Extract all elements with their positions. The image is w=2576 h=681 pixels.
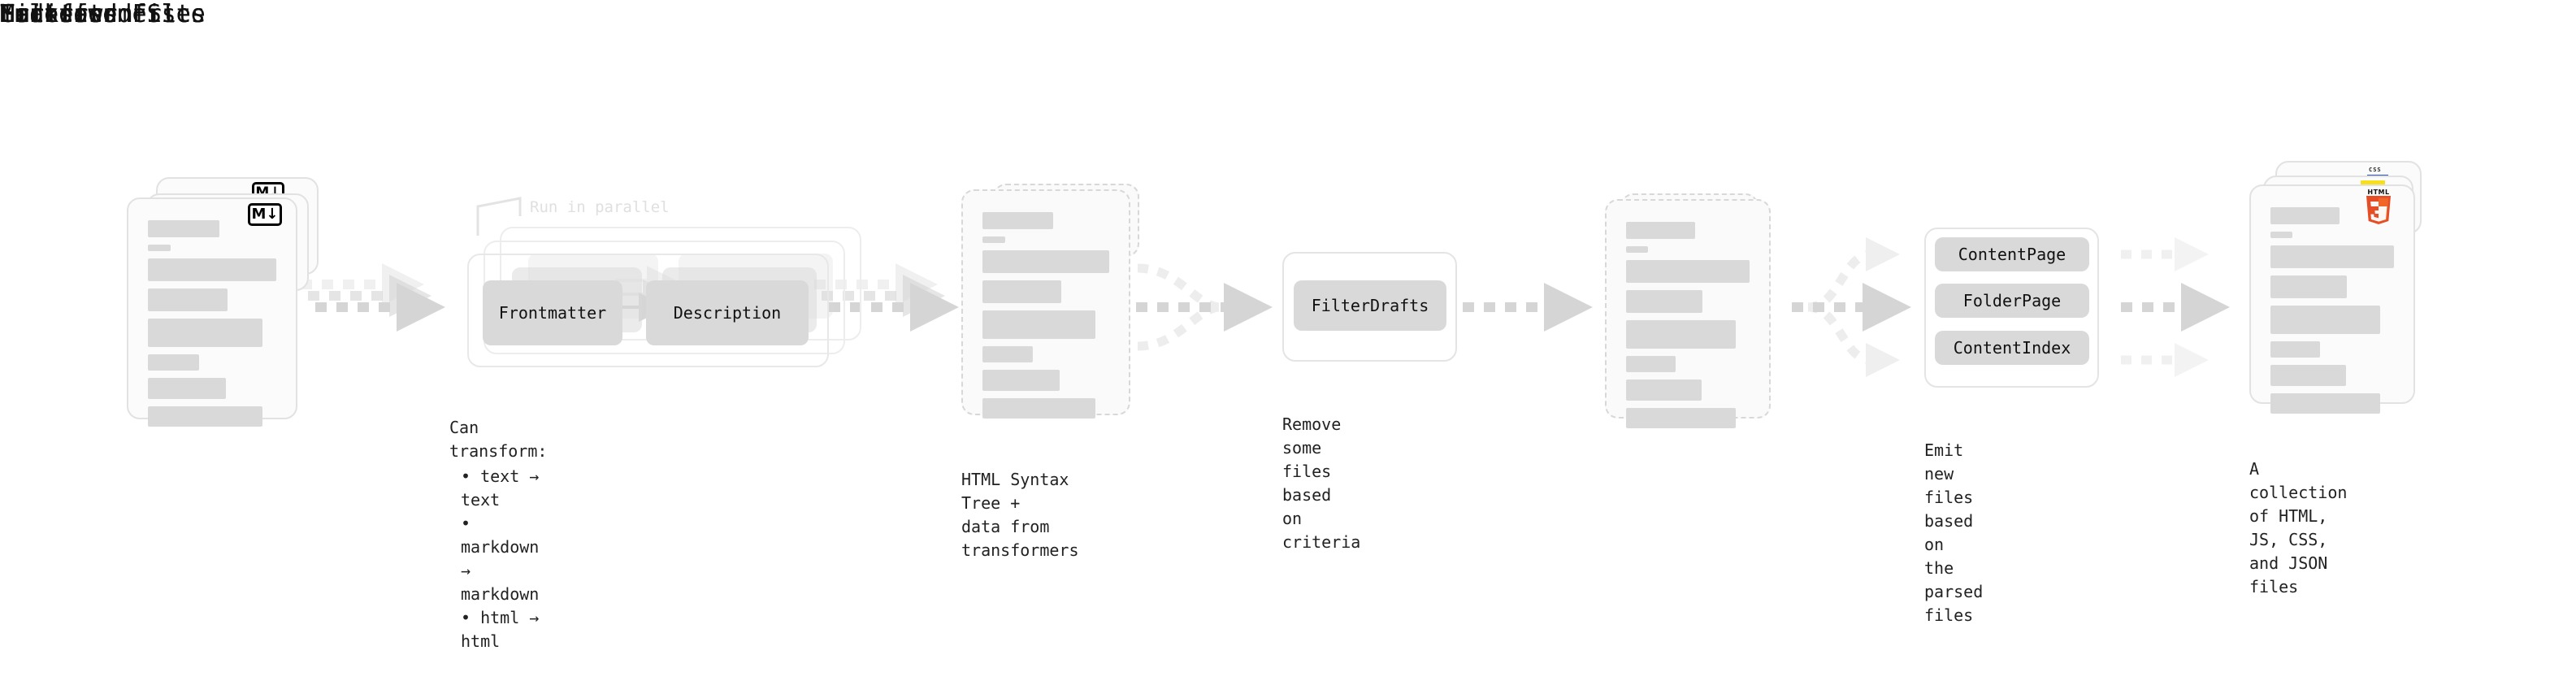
emitter-chip-contentindex[interactable]: ContentIndex: [1935, 331, 2089, 365]
skeleton-bar: [1626, 380, 1702, 401]
generated-site-title: Generated Site: [0, 0, 206, 28]
skeleton-bar: [1626, 356, 1676, 372]
skeleton-bar: [2270, 232, 2293, 238]
stage-filtered-files: Filtered files: [0, 0, 1771, 428]
stage-emitters: ContentPage FolderPage ContentIndex Emit…: [0, 0, 2099, 625]
generated-card-skeleton: [2270, 207, 2394, 421]
transformers-title: Transformers: [0, 0, 176, 28]
skeleton-bar: [982, 310, 1095, 339]
skeleton-bar: [148, 406, 262, 427]
transformer-box-front: [467, 254, 829, 367]
transformers-desc-item: • text → text: [461, 466, 540, 510]
stage-filters: FilterDrafts Filters Remove some files b…: [0, 0, 1457, 552]
transformers-desc-item: • markdown → markdown: [461, 514, 540, 604]
skeleton-bar: [2270, 207, 2340, 224]
skeleton-bar: [2270, 341, 2320, 358]
skeleton-bar: [982, 370, 1060, 391]
emitters-description: Emit new files based on the parsed files: [1924, 440, 1984, 625]
markdown-card-skeleton: [148, 220, 276, 434]
filters-description: Remove some files based on criteria: [1282, 414, 1361, 552]
transformer-chip-description[interactable]: Description: [646, 280, 809, 345]
skeleton-bar: [2270, 245, 2394, 268]
emitter-chip-contentpage[interactable]: ContentPage: [1935, 237, 2089, 271]
skeleton-bar: [148, 220, 220, 237]
filtered-card-front: [1605, 199, 1771, 428]
skeleton-bar: [982, 346, 1034, 362]
transformer-chip-frontmatter[interactable]: Frontmatter: [483, 280, 622, 345]
skeleton-bar: [148, 319, 262, 347]
skeleton-bar: [982, 236, 1006, 243]
skeleton-bar: [982, 250, 1109, 273]
skeleton-bar: [2270, 275, 2348, 298]
html5-icon-label: HTML: [2367, 189, 2390, 196]
transformers-desc-item: • html → html: [461, 608, 540, 651]
skeleton-bar: [148, 258, 276, 281]
arrow-filters-to-filtered: [1463, 283, 1593, 332]
skeleton-bar: [982, 280, 1061, 303]
skeleton-bar: [148, 354, 200, 371]
modified-files-description: HTML Syntax Tree + data from transformer…: [961, 470, 1079, 560]
filters-title: Filters: [0, 0, 103, 28]
stage-transformers: Frontmatter Description Run in parallel …: [0, 0, 861, 651]
skeleton-bar: [2270, 306, 2381, 334]
modified-card-front: [961, 189, 1130, 419]
filtered-card-skeleton: [1626, 222, 1750, 436]
stage-generated-site: CSS HTML Generated: [0, 0, 2422, 596]
markdown-card-front: [127, 197, 297, 427]
skeleton-bar: [148, 288, 228, 311]
transformers-desc-head: Can transform:: [449, 418, 548, 461]
emitters-title: Emitters: [0, 0, 118, 28]
filtered-files-title: Filtered files: [0, 0, 206, 28]
skeleton-bar: [1626, 320, 1737, 349]
transformers-description: Can transform: • text → text • markdown …: [449, 416, 547, 653]
modified-files-title: Modified files: [0, 0, 206, 28]
skeleton-bar: [1626, 408, 1737, 428]
skeleton-bar: [148, 245, 171, 251]
run-in-parallel-label: Run in parallel: [530, 198, 670, 216]
arrow-markdown-to-transformers: [301, 263, 445, 332]
skeleton-bar: [1626, 260, 1750, 283]
skeleton-bar: [148, 378, 227, 399]
html5-icon: HTML: [2365, 189, 2392, 224]
markdown-files-title: Markdown Files: [0, 0, 206, 28]
skeleton-bar: [2270, 365, 2346, 386]
css3-icon-label: CSS: [2369, 167, 2382, 173]
arrow-filtered-to-emitters: [1792, 237, 1911, 377]
modified-card-skeleton: [982, 212, 1109, 426]
generated-site-description: A collection of HTML, JS, CSS, and JSON …: [2249, 459, 2348, 596]
arrow-modified-to-filters: [1136, 263, 1273, 351]
stage-modified-files: Modified files HTML Syntax Tree + data f…: [0, 0, 1139, 560]
stage-markdown-files: M↓ M↓ M↓ Markdown Files: [0, 0, 319, 427]
emitter-chip-folderpage[interactable]: FolderPage: [1935, 284, 2089, 318]
markdown-icon: M↓: [248, 203, 282, 226]
skeleton-bar: [2270, 393, 2381, 414]
arrow-emitters-to-generated: [2121, 237, 2230, 377]
skeleton-bar: [1626, 290, 1703, 313]
skeleton-bar: [1626, 222, 1696, 239]
filter-chip-filterdrafts[interactable]: FilterDrafts: [1294, 280, 1446, 331]
skeleton-bar: [982, 212, 1054, 229]
skeleton-bar: [982, 398, 1095, 419]
skeleton-bar: [1626, 246, 1649, 253]
generated-card-front: [2249, 184, 2415, 414]
